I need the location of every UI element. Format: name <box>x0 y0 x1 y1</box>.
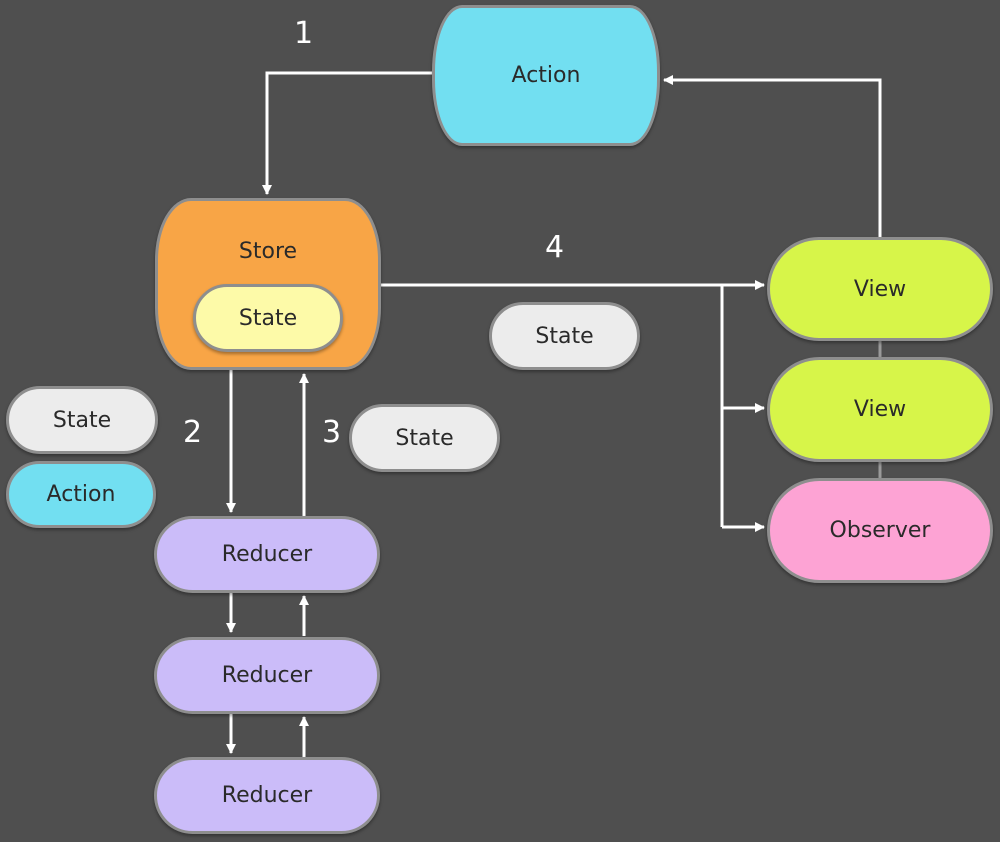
step-label-1: 1 <box>294 16 314 51</box>
reducer-node-1: Reducer <box>154 516 380 593</box>
state-node-mid: State <box>349 404 500 472</box>
step-label-3: 3 <box>322 415 342 450</box>
store-label: Store <box>238 239 298 264</box>
step-label-2: 2 <box>183 415 203 450</box>
state-node-left: State <box>6 386 158 454</box>
view-node-1: View <box>767 237 993 341</box>
action-node-left: Action <box>6 461 156 528</box>
action-node: Action <box>432 5 660 146</box>
edge-view-to-action <box>663 75 882 237</box>
reducer-node-3: Reducer <box>154 757 380 834</box>
step-label-4: 4 <box>545 230 565 265</box>
edge-action-to-store <box>262 71 432 195</box>
store-state-node: State <box>193 284 343 352</box>
state-node-floating: State <box>489 302 640 370</box>
reducer-node-2: Reducer <box>154 637 380 714</box>
view-node-2: View <box>767 357 993 462</box>
observer-node: Observer <box>767 478 993 583</box>
